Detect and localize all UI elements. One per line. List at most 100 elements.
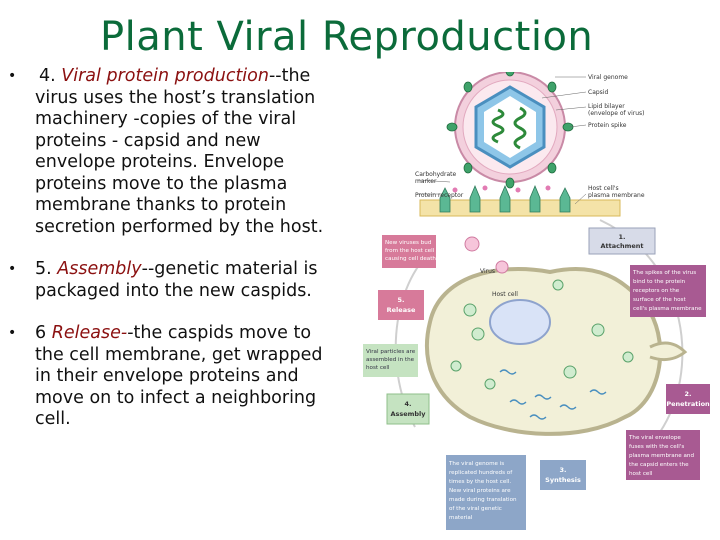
note-assembled-line: Viral particles are <box>366 349 416 355</box>
note-envelope-line: fuses with the cell's <box>629 444 684 450</box>
bullet-item-viral-protein-production: • 4. Viral protein production--the virus … <box>8 66 338 238</box>
host-cell-membrane <box>424 267 663 436</box>
bullet-text: the virus uses the host’s translation ma… <box>35 66 324 237</box>
note-spikes-line: cell's plasma membrane <box>633 306 702 312</box>
free-virus <box>464 236 480 252</box>
note-envelope-line: plasma membrane and <box>629 453 694 459</box>
step-number: 4. <box>39 66 56 86</box>
step-penetration-number: 2. <box>685 390 692 398</box>
note-genome-line: replicated hundreds of <box>449 470 513 476</box>
term-assembly: Assembly <box>57 259 142 279</box>
term-separator: -- <box>141 259 155 279</box>
note-envelope-line: host cell <box>629 471 653 477</box>
note-assembled: Viral particles are assembled in the hos… <box>363 344 418 377</box>
step-penetration: 2. Penetration <box>666 384 710 414</box>
bullet-marker: • <box>8 325 17 341</box>
note-envelope-box <box>626 430 700 480</box>
note-genome-line: material <box>449 515 473 521</box>
label-host-cell: Host cell's <box>588 185 619 192</box>
bullet-list: •4. Viral protein production--the virus … <box>8 66 338 431</box>
virus-structure-illustration: Viral genome Capsid Lipid bilayer (envel… <box>415 72 645 237</box>
note-genome-line: of the viral genetic <box>449 506 502 512</box>
step-synthesis: 3. Synthesis <box>540 460 586 490</box>
term-separator: - <box>127 323 134 343</box>
note-assembled-line: host cell <box>366 365 390 371</box>
note-envelope-line: The viral envelope <box>628 435 681 441</box>
note-genome-line: made during translation <box>449 497 517 503</box>
step-assembly: 4. Assembly <box>386 393 430 425</box>
step-synthesis-label: Synthesis <box>545 476 581 484</box>
step-penetration-box <box>666 384 710 414</box>
note-genome: The viral genome is replicated hundreds … <box>446 455 526 530</box>
note-envelope-line: the capsid enters the <box>629 462 689 468</box>
step-number: 5. <box>35 259 52 279</box>
note-spikes-line: bind to the protein <box>633 279 686 285</box>
note-new-viruses-line: from the host cell <box>385 248 435 254</box>
label-lipid-bilayer-sub: (envelope of virus) <box>588 110 644 117</box>
carbohydrate-markers <box>452 185 551 193</box>
step-assembly-number: 4. <box>405 400 412 408</box>
note-new-viruses-line: New viruses bud <box>385 240 432 246</box>
step-attachment-box <box>588 227 656 255</box>
protein-receptors <box>439 184 571 213</box>
note-new-viruses: New viruses bud from the host cell causi… <box>382 235 436 268</box>
step-attachment-label: Attachment <box>600 242 643 250</box>
bullet-text: the caspids move to the cell membrane, g… <box>35 323 323 429</box>
viral-genome-copies <box>499 369 607 420</box>
step-assembly-box <box>386 393 430 425</box>
note-spikes-line: The spikes of the virus <box>632 270 696 276</box>
host-cell-illustration: Virus Host cell <box>424 236 688 436</box>
step-synthesis-number: 3. <box>560 466 567 474</box>
label-plasma-membrane: plasma membrane <box>588 192 645 199</box>
bullet-text: genetic material is packaged into the ne… <box>35 259 318 301</box>
label-capsid: Capsid <box>588 89 608 96</box>
label-leader-lines <box>417 76 587 205</box>
note-spikes-line: receptors on the <box>633 288 680 294</box>
note-genome-line: times by the host cell. <box>449 479 511 485</box>
step-release-box <box>378 290 424 320</box>
step-number: 6 <box>35 323 47 343</box>
step-release: 5. Release <box>378 290 424 320</box>
step-release-label: Release <box>387 306 416 314</box>
step-assembly-label: Assembly <box>390 410 426 418</box>
page-title: Plant Viral Reproduction <box>100 14 594 60</box>
bullet-marker: • <box>8 261 17 277</box>
viral-reproduction-diagram: Viral genome Capsid Lipid bilayer (envel… <box>363 72 710 530</box>
note-spikes-line: surface of the host <box>633 297 686 303</box>
note-envelope: The viral envelope fuses with the cell's… <box>626 430 700 480</box>
note-spikes: The spikes of the virus bind to the prot… <box>630 265 706 317</box>
note-spikes-box <box>630 265 706 317</box>
note-genome-line: New viral proteins are <box>449 488 511 494</box>
bullet-item-release: • 6 Release--the caspids move to the cell… <box>8 323 338 431</box>
label-host-cell-main: Host cell <box>492 291 518 298</box>
label-virus: Virus <box>480 268 495 275</box>
label-lipid-bilayer: Lipid bilayer <box>588 103 625 110</box>
attaching-virus <box>495 260 509 274</box>
viral-particles <box>450 279 634 390</box>
term-separator: -- <box>268 66 282 86</box>
step-attachment-number: 1. <box>619 233 626 241</box>
step-attachment: 1. Attachment <box>588 227 656 255</box>
budding-virus-exit <box>649 341 688 362</box>
term-release: Release- <box>51 323 128 343</box>
note-genome-line: The viral genome is <box>448 461 504 467</box>
bullet-item-assembly: • 5. Assembly--genetic material is packag… <box>8 259 338 302</box>
note-genome-box <box>446 455 526 530</box>
label-carbohydrate: Carbohydrate <box>415 171 456 178</box>
note-new-viruses-box <box>382 235 436 268</box>
step-penetration-label: Penetration <box>666 400 710 408</box>
host-cell-nucleus <box>489 299 551 345</box>
label-protein-receptor: Protein receptor <box>415 192 464 199</box>
viral-genome-strand <box>491 106 527 150</box>
label-protein-spike: Protein spike <box>588 122 627 129</box>
step-synthesis-box <box>540 460 586 490</box>
step-release-number: 5. <box>398 296 405 304</box>
term-viral-protein-production: Viral protein production <box>61 66 269 86</box>
label-carbohydrate-sub: marker <box>415 178 437 185</box>
note-assembled-line: assembled in the <box>366 357 415 363</box>
label-viral-genome: Viral genome <box>588 74 628 81</box>
protein-spikes <box>446 72 574 189</box>
note-new-viruses-line: causing cell death <box>385 256 436 262</box>
bullet-marker: • <box>8 68 17 84</box>
note-assembled-box <box>363 344 418 377</box>
